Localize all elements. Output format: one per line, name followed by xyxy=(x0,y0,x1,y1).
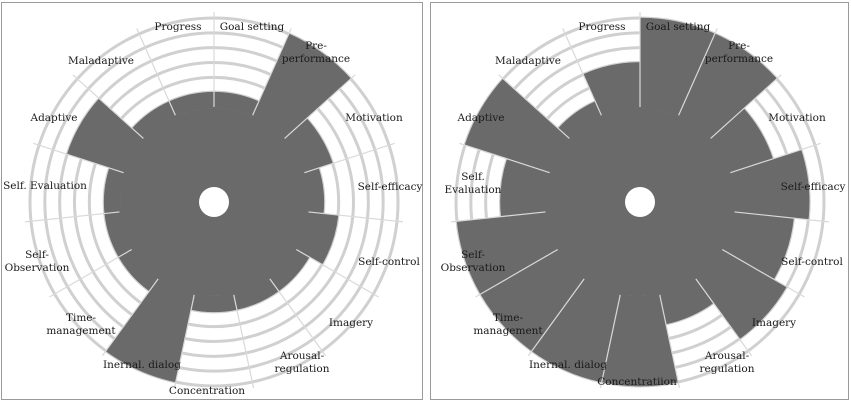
spoke-7 xyxy=(659,294,681,388)
center-hole xyxy=(199,187,229,217)
spoke-8 xyxy=(599,294,621,388)
label-self-evaluation: Self. Evaluation xyxy=(3,180,87,192)
label-self-efficacy: Self-efficacy xyxy=(358,181,423,193)
spoke-9 xyxy=(527,278,585,357)
spoke-1 xyxy=(678,28,718,116)
center-hole xyxy=(625,187,655,217)
spoke-2 xyxy=(710,74,782,139)
spoke-3 xyxy=(304,142,395,174)
spoke-14 xyxy=(562,28,602,116)
label-self-evaluation: Self.Evaluation xyxy=(445,171,502,196)
label-concentration: Concentration xyxy=(169,385,245,397)
label-time-management: Time-management xyxy=(473,312,543,337)
label-self-observation: Self-Observation xyxy=(441,249,506,274)
spoke-12 xyxy=(33,142,124,174)
spoke-6 xyxy=(695,278,753,357)
label-pre-performance: Pre-performance xyxy=(282,40,350,65)
spoke-3 xyxy=(730,142,821,174)
spoke-7 xyxy=(233,294,255,388)
label-progress: Progress xyxy=(154,21,201,33)
label-motivation: Motivation xyxy=(345,112,403,124)
radial-chart-left-svg: Goal settingPre-performanceMotivationSel… xyxy=(3,12,423,397)
label-time-management: Time-management xyxy=(46,312,116,337)
label-maladaptive: Maladaptive xyxy=(68,55,134,67)
label-motivation: Motivation xyxy=(768,112,826,124)
spoke-2 xyxy=(284,74,356,139)
label-self-control: Self-control xyxy=(781,256,843,268)
spoke-13 xyxy=(72,74,144,139)
spoke-4 xyxy=(308,211,404,223)
label-adaptive: Adaptive xyxy=(456,112,504,124)
spoke-1 xyxy=(252,28,292,116)
label-imagery: Imagery xyxy=(752,317,796,329)
label-arousal-regulation: Arousal-regulation xyxy=(275,350,330,375)
spoke-14 xyxy=(136,28,176,116)
spoke-10 xyxy=(475,248,559,298)
spoke-4 xyxy=(734,211,830,223)
label-self-control: Self-control xyxy=(358,256,420,268)
label-inernal-dialog: Inernal. dialog xyxy=(103,359,181,371)
label-goal-setting: Goal setting xyxy=(220,21,285,33)
label-self-observation: Self-Observation xyxy=(5,249,70,274)
spoke-12 xyxy=(459,142,550,174)
spoke-11 xyxy=(450,211,546,223)
label-progress: Progress xyxy=(578,21,625,33)
label-adaptive: Adaptive xyxy=(29,112,77,124)
spoke-8 xyxy=(173,294,195,388)
label-arousal-regulation: Arousal-regulation xyxy=(700,350,755,375)
spoke-9 xyxy=(101,278,159,357)
radial-chart-right-svg: Goal settingPre-performanceMotivationSel… xyxy=(441,12,846,388)
label-maladaptive: Maladaptive xyxy=(495,55,561,67)
label-concentratiion: Concentratiion xyxy=(597,376,677,388)
bar-concentration xyxy=(190,293,238,313)
label-imagery: Imagery xyxy=(329,317,373,329)
spoke-10 xyxy=(49,248,133,298)
spoke-11 xyxy=(24,211,120,223)
spoke-5 xyxy=(721,248,805,298)
spoke-5 xyxy=(295,248,379,298)
label-pre-performance: Pre-performance xyxy=(705,40,773,65)
spoke-13 xyxy=(498,74,570,139)
label-self-efficacy: Self-efficacy xyxy=(781,181,846,193)
spoke-6 xyxy=(269,278,327,357)
label-inernal-dialog: Inernal. dialog xyxy=(529,359,607,371)
label-goal-setting: Goal setting xyxy=(646,21,711,33)
